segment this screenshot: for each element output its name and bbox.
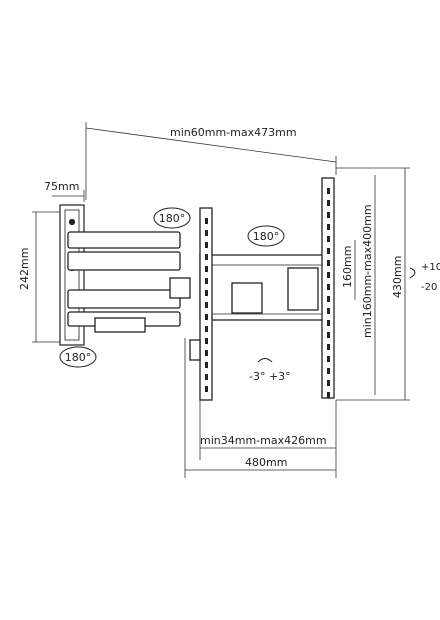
badge-180-label-2: 180° [253, 230, 280, 243]
rail-holes [205, 188, 330, 398]
total-width-label: 480mm [245, 456, 287, 469]
wall-plate-height-label: 242mm [18, 248, 31, 290]
rail-hole [327, 200, 330, 206]
level-adjust-arc-icon [257, 358, 273, 363]
rail-hole [205, 242, 208, 248]
rail-hole [205, 302, 208, 308]
rail-hole [327, 344, 330, 350]
rail-hole [327, 236, 330, 242]
rail-hole [205, 338, 208, 344]
wall-plate-width-label: 75mm [44, 180, 79, 193]
dimension-lines [32, 122, 410, 478]
bracket-height-label: 430mm [391, 256, 404, 298]
rotation-badge-top-left: 180° [153, 207, 191, 229]
tilt-arrow-icon [409, 267, 416, 279]
articulating-arms [67, 231, 191, 333]
rail-hole [205, 218, 208, 224]
rail-hole [205, 362, 208, 368]
rail-hole [205, 386, 208, 392]
rail-hole [327, 272, 330, 278]
vesa-vertical-label: min160mm-max400mm [361, 204, 374, 338]
slot-height-label: 160mm [341, 246, 354, 288]
rail-hole [205, 266, 208, 272]
level-adjust-label: -3° +3° [249, 370, 291, 383]
rail-hole [327, 212, 330, 218]
rail-hole [205, 374, 208, 380]
rail-hole [327, 248, 330, 254]
badge-180-label-1: 180° [159, 212, 186, 225]
tilt-down-label: -20 [421, 282, 437, 293]
rail-hole [205, 290, 208, 296]
rail-hole [205, 326, 208, 332]
rail-hole [327, 308, 330, 314]
rail-hole [327, 392, 330, 398]
vesa-horizontal-label: min34mm-max426mm [200, 434, 327, 447]
rail-hole [205, 278, 208, 284]
rail-hole [205, 314, 208, 320]
rail-hole [327, 284, 330, 290]
rail-hole [327, 188, 330, 194]
vesa-bracket [199, 254, 331, 321]
rail-hole [327, 260, 330, 266]
rail-hole [205, 350, 208, 356]
rail-hole [327, 368, 330, 374]
badge-180-label-3: 180° [65, 351, 92, 364]
rail-hole [205, 254, 208, 260]
rail-hole [327, 332, 330, 338]
tilt-up-label: +10 [421, 262, 440, 273]
arm-extension-label: min60mm-max473mm [170, 126, 297, 139]
rail-hole [327, 356, 330, 362]
rail-hole [327, 320, 330, 326]
rotation-badge-bottom-left: 180° [59, 346, 97, 368]
rotation-badge-top-right: 180° [247, 225, 285, 247]
rail-hole [327, 380, 330, 386]
rail-hole [327, 224, 330, 230]
rail-hole [327, 296, 330, 302]
rail-hole [205, 230, 208, 236]
